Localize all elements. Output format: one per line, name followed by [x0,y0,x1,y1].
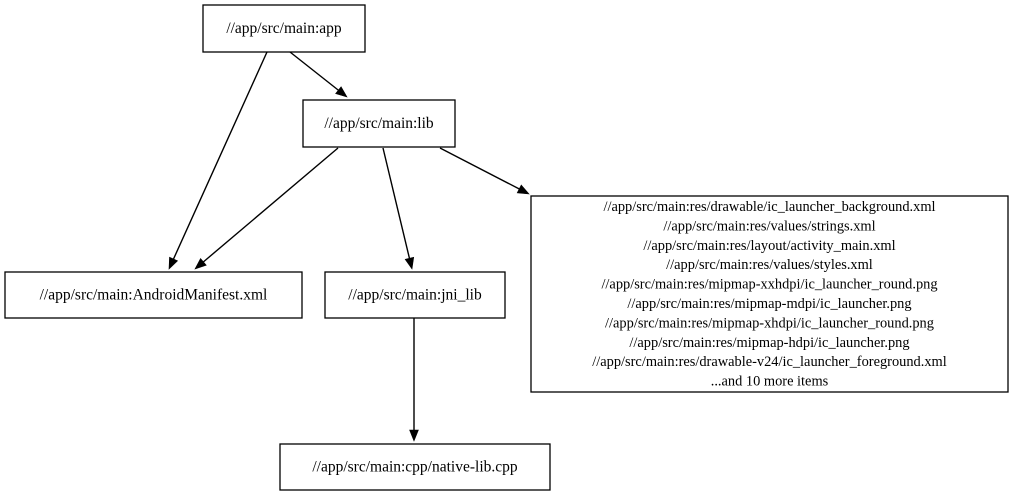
node-app[interactable]: //app/src/main:app [202,4,366,53]
node-box-app[interactable] [202,4,366,53]
resource-line-3: //app/src/main:res/values/styles.xml [666,257,873,273]
edge-arrowhead [335,86,348,98]
node-label-jni_lib: //app/src/main:jni_lib [348,287,482,304]
edge-lib-to-jni-lib [382,147,415,270]
node-label-native_lib: //app/src/main:cpp/native-lib.cpp [312,459,518,476]
resource-line-8: //app/src/main:res/drawable-v24/ic_launc… [592,354,946,370]
node-box-lib[interactable] [302,99,456,148]
resource-line-4: //app/src/main:res/mipmap-xxhdpi/ic_laun… [601,277,937,293]
node-box-resources[interactable] [530,195,1009,393]
node-box-jni_lib[interactable] [324,271,506,319]
edge-app-to-lib [289,51,348,98]
edge-line [289,51,340,92]
edge-line [201,147,339,264]
edge-arrowhead [516,184,530,195]
edge-lib-to-manifest [194,147,339,270]
resource-line-6: //app/src/main:res/mipmap-xhdpi/ic_launc… [605,315,934,331]
resource-line-0: //app/src/main:res/drawable/ic_launcher_… [603,199,935,215]
resource-line-2: //app/src/main:res/layout/activity_main.… [643,238,895,254]
node-label-manifest: //app/src/main:AndroidManifest.xml [40,287,268,304]
node-label-lib: //app/src/main:lib [324,115,434,132]
edge-arrowhead [194,258,207,270]
node-box-manifest[interactable] [4,271,303,319]
resource-line-7: //app/src/main:res/mipmap-hdpi/ic_launch… [629,335,909,351]
node-jni_lib[interactable]: //app/src/main:jni_lib [324,271,506,319]
node-label-app: //app/src/main:app [226,20,342,37]
node-lib[interactable]: //app/src/main:lib [302,99,456,148]
edge-line [172,51,268,261]
node-manifest[interactable]: //app/src/main:AndroidManifest.xml [4,271,303,319]
edge-app-to-manifest [168,51,268,270]
resource-list-node[interactable]: //app/src/main:res/drawable/ic_launcher_… [530,195,1009,393]
edge-arrowhead [168,256,179,270]
resource-line-5: //app/src/main:res/mipmap-mdpi/ic_launch… [627,296,911,312]
edge-arrowhead [409,429,419,442]
edges-group [168,51,530,442]
node-native_lib[interactable]: //app/src/main:cpp/native-lib.cpp [279,443,551,491]
edge-jni-lib-to-native-lib [409,318,419,442]
edge-line [439,147,521,191]
nodes-group: //app/src/main:app //app/src/main:lib //ap… [4,4,551,491]
node-box-native_lib[interactable] [279,443,551,491]
edge-arrowhead [404,256,415,270]
resource-line-9: ...and 10 more items [711,374,829,390]
edge-lib-to-resources [439,147,530,195]
resource-line-1: //app/src/main:res/values/strings.xml [663,218,875,234]
edge-line [382,147,411,260]
